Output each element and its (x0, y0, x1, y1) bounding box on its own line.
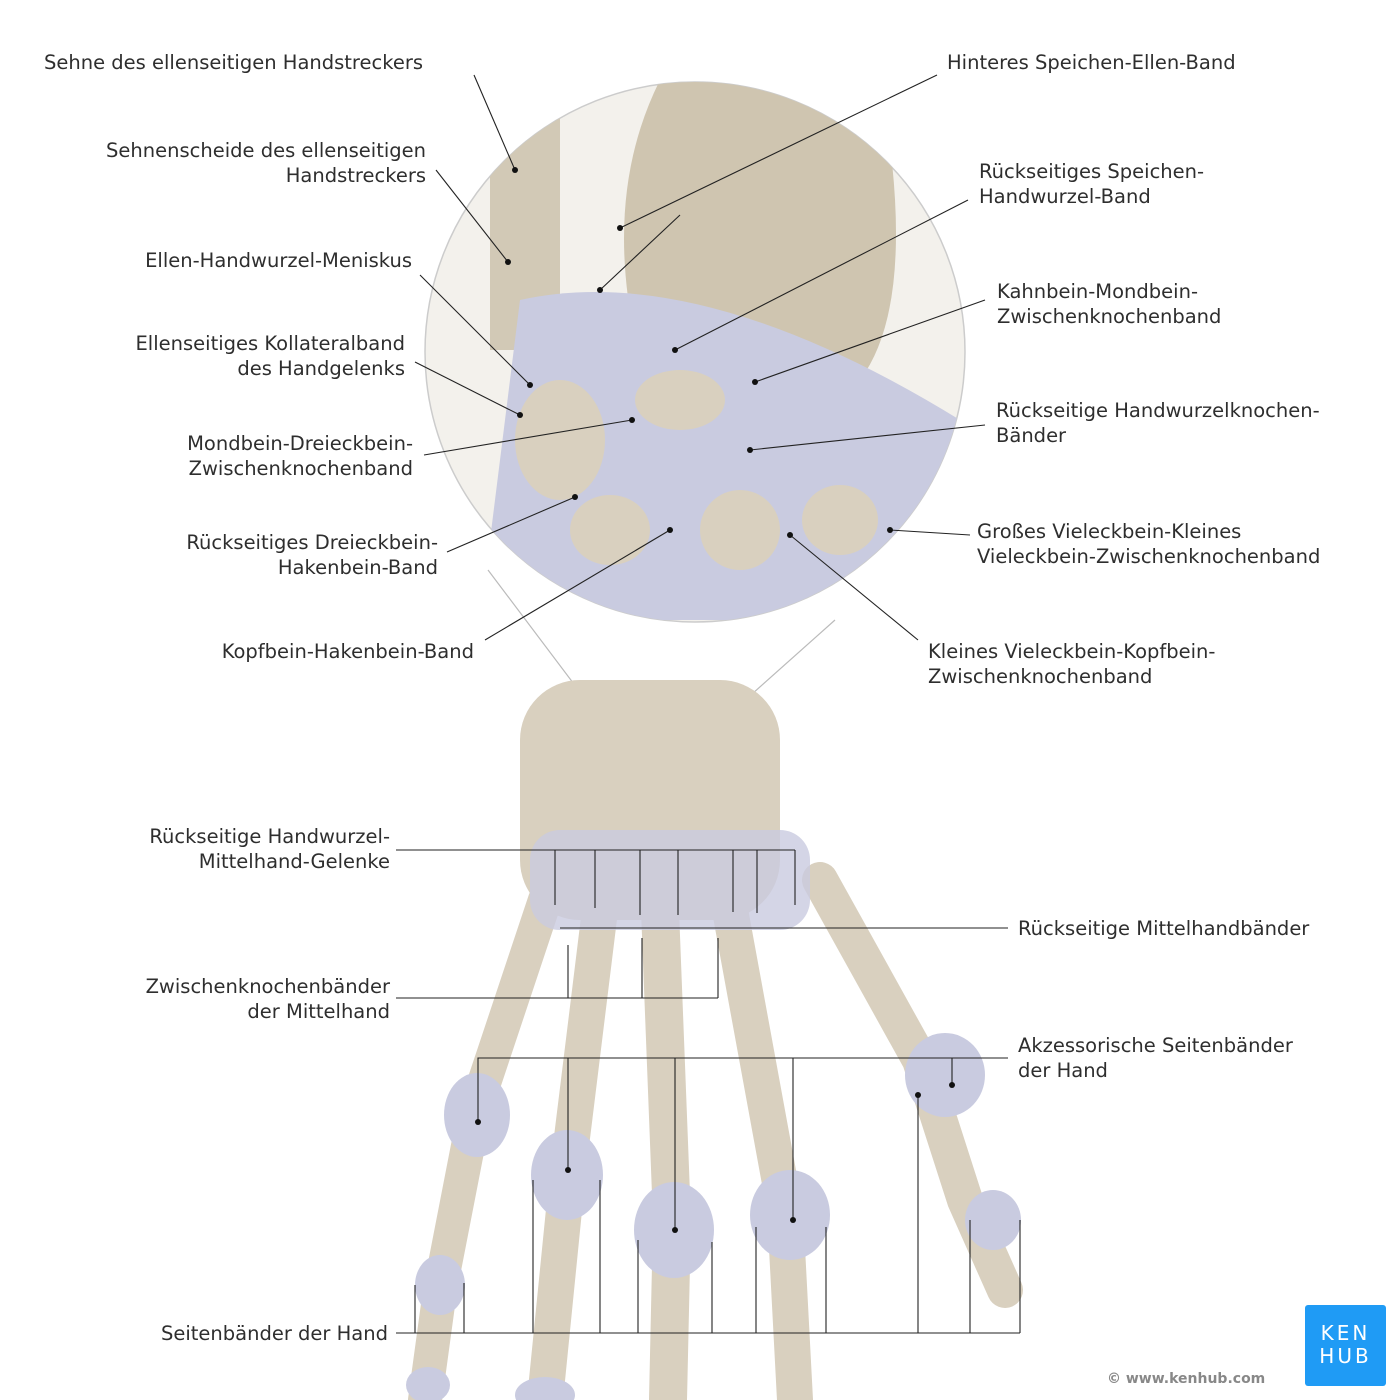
label-line: der Hand (1018, 1059, 1108, 1082)
label-line: Handstreckers (285, 164, 426, 187)
label-line: Rückseitige Mittelhandbänder (1018, 917, 1310, 940)
label-line: Hakenbein-Band (277, 556, 438, 579)
label-line: des Handgelenks (237, 357, 405, 380)
label-line: der Mittelhand (247, 1000, 390, 1023)
label-capitohamate: Kopfbein-Hakenbein-Band (222, 639, 474, 664)
label-line: Kahnbein-Mondbein- (997, 280, 1198, 303)
label-collateral-hand: Seitenbänder der Hand (161, 1321, 388, 1346)
label-line: Mittelhand-Gelenke (198, 850, 390, 873)
label-lunotriquetral: Mondbein-Dreieckbein-Zwischenknochenband (187, 431, 413, 481)
label-line: Sehnenscheide des ellenseitigen (106, 139, 426, 162)
label-line: Kleines Vieleckbein-Kopfbein- (928, 640, 1216, 663)
label-line: Vieleckbein-Zwischenknochenband (977, 545, 1321, 568)
logo-text: KEN (1320, 1321, 1371, 1345)
label-line: Zwischenknochenband (188, 457, 413, 480)
label-line: Rückseitige Handwurzel- (149, 825, 390, 848)
label-dorsal-intercarpal: Rückseitige Handwurzelknochen-Bänder (996, 398, 1320, 448)
label-line: Kopfbein-Hakenbein-Band (221, 640, 474, 663)
logo-text: HUB (1319, 1344, 1372, 1368)
label-line: Ellen-Handwurzel-Meniskus (145, 249, 412, 272)
label-dorsal-metacarpal: Rückseitige Mittelhandbänder (1018, 916, 1309, 941)
label-line: Seitenbänder der Hand (160, 1322, 388, 1345)
label-line: Ellenseitiges Kollateralband (135, 332, 405, 355)
label-line: Handwurzel-Band (979, 185, 1151, 208)
label-line: Großes Vieleckbein-Kleines (977, 520, 1242, 543)
label-meniscus: Ellen-Handwurzel-Meniskus (145, 248, 412, 273)
label-line: Zwischenknochenband (997, 305, 1222, 328)
label-dorsal-radiocarpal: Rückseitiges Speichen-Handwurzel-Band (979, 159, 1204, 209)
copyright: © www.kenhub.com (1107, 1371, 1266, 1387)
label-triquetrohamate: Rückseitiges Dreieckbein-Hakenbein-Band (186, 530, 438, 580)
label-line: Zwischenknochenbänder (145, 975, 390, 998)
label-line: Zwischenknochenband (928, 665, 1153, 688)
label-line: Hinteres Speichen-Ellen-Band (947, 51, 1236, 74)
label-line: Rückseitige Handwurzelknochen- (996, 399, 1320, 422)
label-line: Rückseitiges Dreieckbein- (186, 531, 438, 554)
label-line: Rückseitiges Speichen- (979, 160, 1205, 183)
label-line: Akzessorische Seitenbänder (1018, 1034, 1293, 1057)
label-line: Mondbein-Dreieckbein- (187, 432, 413, 455)
label-trapezoid-capitate: Kleines Vieleckbein-Kopfbein-Zwischenkno… (928, 639, 1215, 689)
label-scapholunate: Kahnbein-Mondbein-Zwischenknochenband (997, 279, 1221, 329)
label-extensor-carpi-ulnaris-tendon: Sehne des ellenseitigen Handstreckers (44, 50, 423, 75)
label-line: Sehne des ellenseitigen Handstreckers (44, 51, 424, 74)
label-line: Bänder (996, 424, 1067, 447)
label-dorsal-radioulnar: Hinteres Speichen-Ellen-Band (947, 50, 1236, 75)
label-carpometacarpal: Rückseitige Handwurzel-Mittelhand-Gelenk… (149, 824, 390, 874)
